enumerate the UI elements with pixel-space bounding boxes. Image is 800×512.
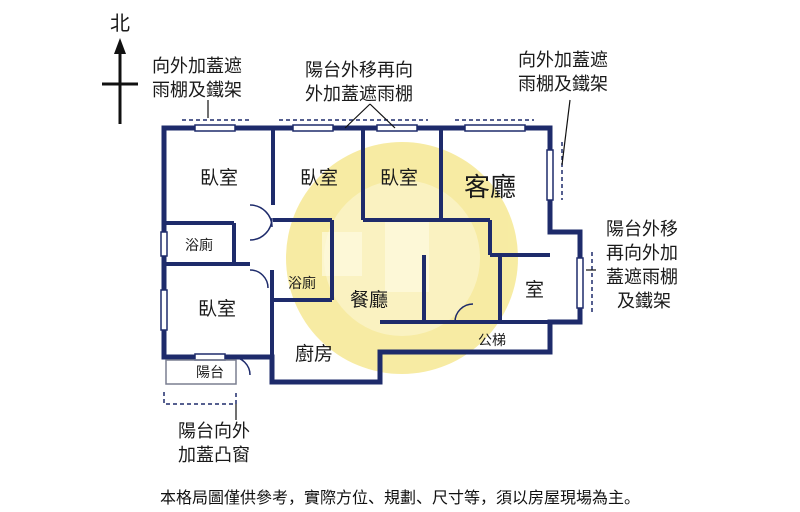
room-balcony: 陽台: [196, 365, 224, 381]
note-e-line3: 蓋遮雨棚: [606, 267, 678, 288]
disclaimer: 本格局圖僅供參考，實際方位、規劃、尺寸等，須以房屋現場為主。: [159, 488, 640, 507]
room-living: 客廳: [464, 173, 516, 203]
windows: [160, 124, 584, 361]
note-ne-line2: 雨棚及鐵架: [518, 74, 608, 95]
note-s-line1: 陽台向外: [178, 421, 250, 442]
note-mid-line2: 外加蓋遮雨棚: [305, 84, 413, 105]
north-label: 北: [110, 11, 130, 35]
room-bedroom-nw: 臥室: [200, 167, 238, 189]
leader-lines: [207, 99, 596, 420]
room-dining: 餐廳: [350, 289, 388, 311]
note-e-line4: 及鐵架: [617, 291, 671, 312]
interior-walls: [164, 128, 550, 357]
room-east: 室: [525, 279, 544, 301]
room-bedroom-mid: 臥室: [300, 167, 338, 189]
room-bedroom-ne: 臥室: [380, 167, 418, 189]
note-mid-line1: 陽台外移再向: [305, 60, 413, 81]
compass: 北: [102, 11, 138, 124]
note-ne-line1: 向外加蓋遮: [518, 50, 608, 71]
note-e-line2: 再向外加: [606, 243, 678, 264]
added-structure-dashes: [163, 119, 593, 405]
room-bath-mid: 浴廁: [288, 275, 316, 292]
note-s-line2: 加蓋凸窗: [178, 445, 250, 466]
door-swings: [231, 204, 474, 376]
note-nw-line1: 向外加蓋遮: [152, 56, 242, 77]
balcony-outline: [165, 359, 237, 385]
room-bath-west: 浴廁: [185, 237, 213, 254]
room-kitchen: 廚房: [295, 342, 333, 365]
note-nw-line2: 雨棚及鐵架: [152, 80, 242, 101]
room-bedroom-sw: 臥室: [198, 298, 236, 320]
note-e-line1: 陽台外移: [606, 219, 678, 240]
public-stairs: 公梯: [478, 333, 506, 349]
